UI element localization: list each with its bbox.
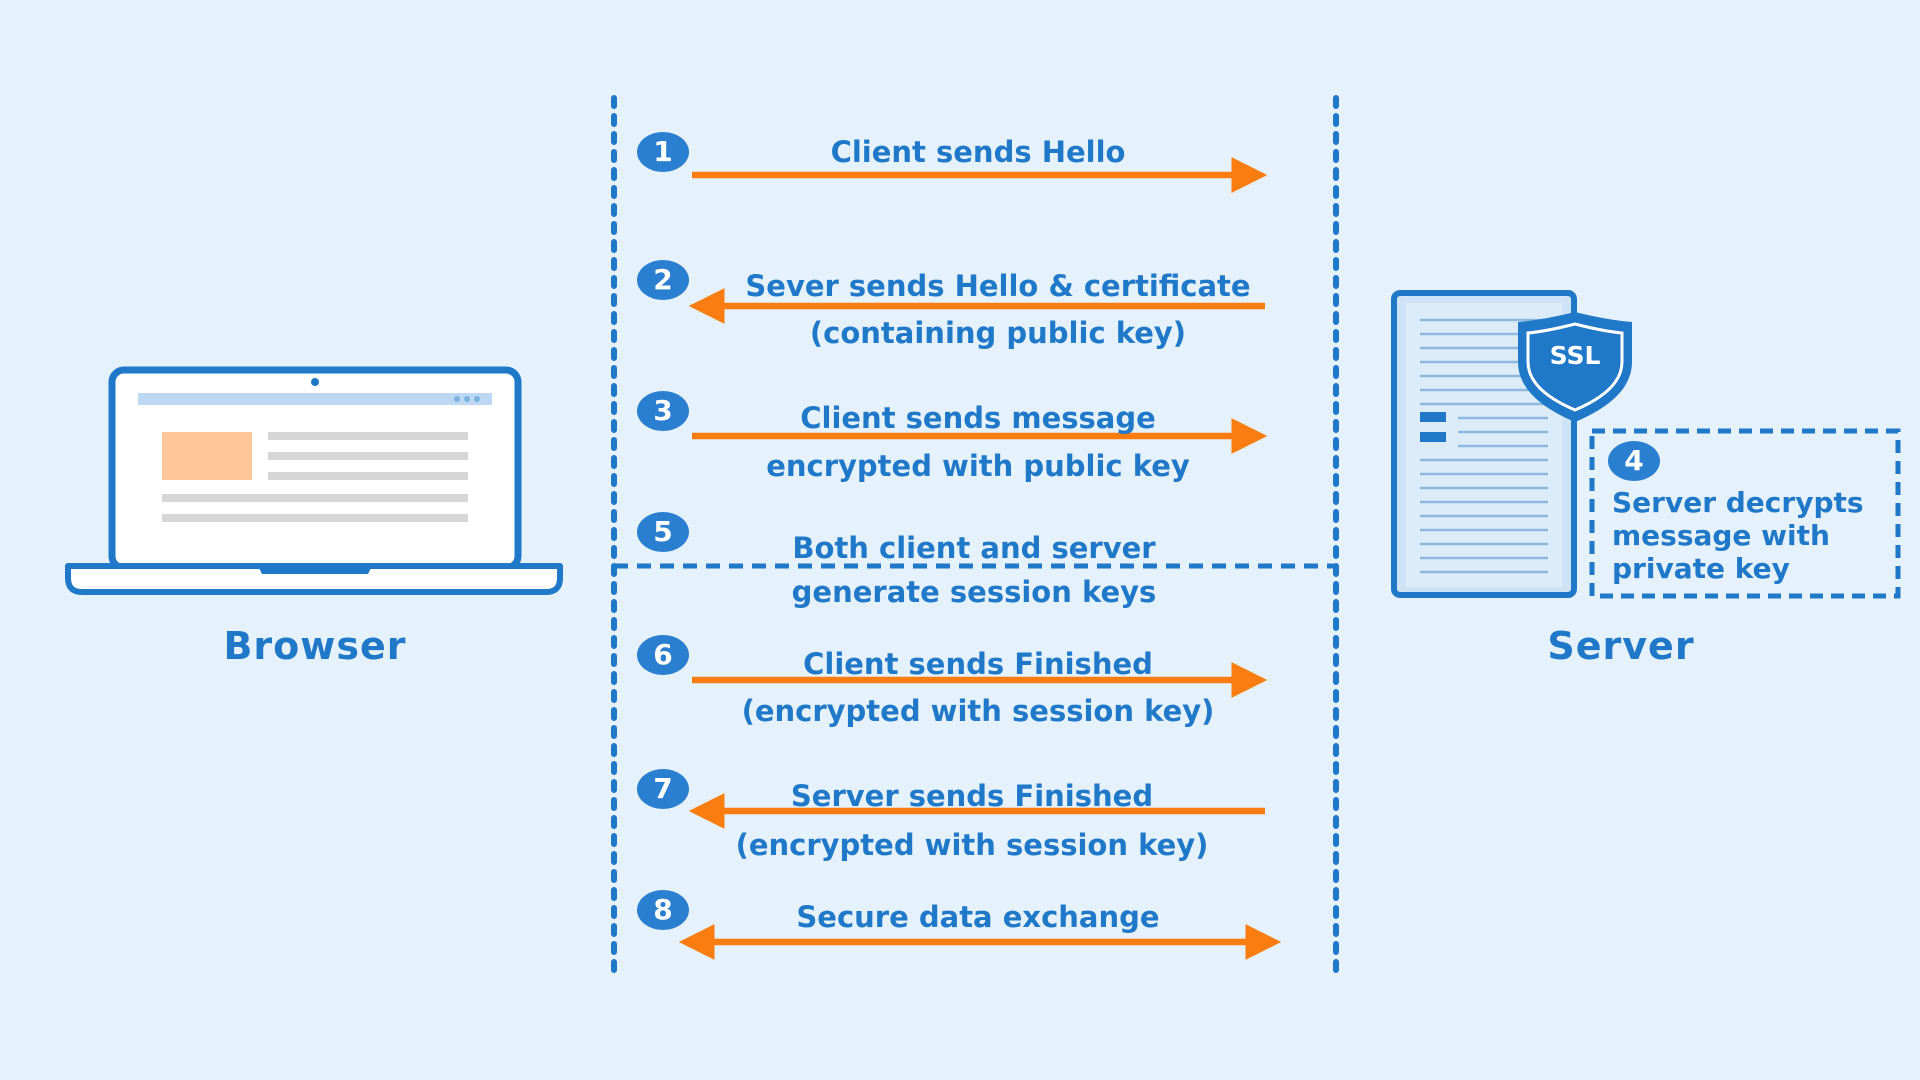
step-5-line-1: Both client and server	[792, 531, 1156, 565]
step-5-number: 5	[653, 515, 673, 548]
step-2-label: Sever sends Hello & certificate (contain…	[618, 263, 1378, 357]
step-6-label: Client sends Finished (encrypted with se…	[598, 641, 1358, 735]
ssl-badge-text: SSL	[1549, 341, 1601, 370]
step-3-badge	[637, 391, 689, 431]
step-7-line-1: Server sends Finished	[790, 779, 1154, 813]
server-label: Server	[1547, 624, 1695, 668]
server-note-line-2: message with	[1612, 519, 1830, 552]
server-note-line-3: private key	[1612, 552, 1790, 585]
step-5-label: Both client and server generate session …	[594, 526, 1354, 614]
step-7-number: 7	[653, 772, 673, 805]
step-1-line-1: Client sends Hello	[830, 135, 1126, 169]
step-8-number: 8	[653, 893, 673, 926]
step-8-line-1: Secure data exchange	[796, 900, 1160, 934]
step-5-badge	[637, 512, 689, 552]
step-7-label: Server sends Finished (encrypted with se…	[592, 772, 1352, 870]
step-7-badge	[637, 769, 689, 809]
browser-label: Browser	[223, 624, 407, 668]
step-2-line-2: (containing public key)	[809, 316, 1187, 350]
step-3-number: 3	[653, 394, 673, 427]
shield-icon	[1518, 312, 1632, 422]
step-1-number: 1	[653, 135, 673, 168]
step-2-badge	[637, 260, 689, 300]
step-6-badge	[637, 635, 689, 675]
server-note-line-1: Server decrypts	[1612, 486, 1864, 519]
step-1-label: Client sends Hello	[598, 134, 1358, 170]
step-5-line-2: generate session keys	[791, 575, 1157, 609]
step-6-line-2: (encrypted with session key)	[741, 694, 1215, 728]
step-2-number: 2	[653, 263, 673, 296]
step-3-line-2: encrypted with public key	[766, 449, 1190, 483]
step-6-line-1: Client sends Finished	[803, 647, 1153, 681]
server-note-text: Server decrypts message with private key	[1612, 486, 1864, 585]
step-8-label: Secure data exchange	[598, 899, 1358, 935]
step-3-label: Client sends message encrypted with publ…	[598, 394, 1358, 490]
step-8-badge	[637, 890, 689, 930]
step-6-number: 6	[653, 638, 673, 671]
laptop-icon	[65, 366, 563, 595]
step-7-line-2: (encrypted with session key)	[735, 828, 1209, 862]
step-4-number: 4	[1624, 444, 1644, 477]
server-note-box	[1589, 428, 1901, 599]
step-2-line-1: Sever sends Hello & certificate	[745, 269, 1251, 303]
step-3-line-1: Client sends message	[800, 401, 1156, 435]
step-4-badge	[1608, 441, 1660, 481]
step-1-badge	[637, 132, 689, 172]
